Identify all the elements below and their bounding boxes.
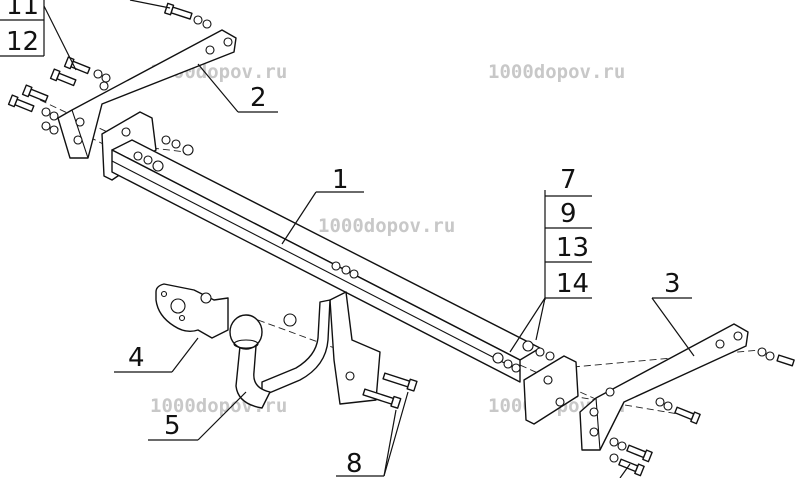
callout-12: 12 (6, 27, 39, 57)
socket-plate (155, 283, 229, 339)
right-mount-plate (523, 355, 579, 425)
watermark-3: 1000dopov.ru (318, 215, 455, 237)
callout-4: 4 (128, 343, 145, 373)
right-side-bracket (579, 323, 749, 451)
callout-5: 5 (164, 411, 181, 441)
towing-arm (261, 291, 381, 405)
callout-7: 7 (560, 165, 577, 195)
ball-nut (283, 313, 297, 327)
right-bolts (492, 340, 795, 477)
left-side-bracket (57, 29, 237, 159)
leader-lines (0, 0, 695, 478)
callout-8: 8 (346, 449, 363, 478)
callout-1: 1 (332, 165, 349, 195)
callout-3: 3 (664, 269, 681, 299)
callout-14: 14 (556, 269, 589, 299)
callout-13: 13 (556, 233, 589, 263)
tow-ball (229, 314, 271, 409)
callout-2: 2 (250, 83, 267, 113)
watermark-2: 1000dopov.ru (488, 61, 625, 83)
left-bolts (7, 2, 212, 172)
main-cross-beam (111, 139, 541, 383)
center-bolts (331, 261, 418, 409)
callout-11: 11 (6, 0, 39, 21)
callout-9: 9 (560, 199, 577, 229)
